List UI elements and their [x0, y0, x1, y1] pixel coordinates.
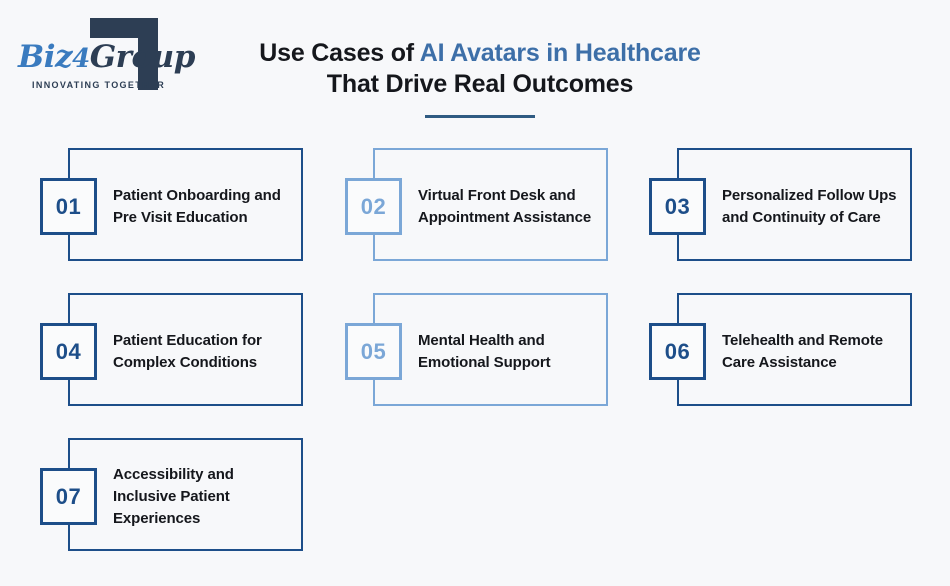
card-number-badge: 04: [40, 323, 97, 380]
card-number-badge: 06: [649, 323, 706, 380]
header: Biz4Group INNOVATING TOGETHER Use Cases …: [0, 0, 950, 135]
logo-tagline: INNOVATING TOGETHER: [32, 80, 166, 90]
brand-logo[interactable]: Biz4Group INNOVATING TOGETHER: [18, 18, 195, 96]
use-case-grid: 01 Patient Onboarding and Pre Visit Educ…: [0, 135, 950, 586]
card-label: Mental Health and Emotional Support: [418, 331, 551, 371]
use-case-card-04[interactable]: 04 Patient Education for Complex Conditi…: [40, 293, 303, 406]
title-plain-text: Use Cases of: [259, 39, 420, 67]
logo-wordmark: Biz4Group: [18, 39, 195, 76]
card-number-badge: 02: [345, 178, 402, 235]
use-case-card-03[interactable]: 03 Personalized Follow Ups and Continuit…: [649, 148, 912, 261]
card-label: Telehealth and Remote Care Assistance: [722, 331, 883, 371]
title-underline-rule: [425, 115, 535, 118]
card-label: Patient Onboarding and Pre Visit Educati…: [113, 186, 281, 226]
logo-word-group: Group: [89, 39, 196, 75]
title-line-2: That Drive Real Outcomes: [326, 70, 634, 98]
logo-word-four: 4: [72, 44, 90, 74]
card-label: Patient Education for Complex Conditions: [113, 331, 262, 371]
card-number-badge: 01: [40, 178, 97, 235]
logo-bracket-icon: [90, 18, 158, 90]
card-label: Virtual Front Desk and Appointment Assis…: [418, 186, 592, 226]
use-case-card-07[interactable]: 07 Accessibility and Inclusive Patient E…: [40, 438, 303, 551]
card-number-badge: 07: [40, 468, 97, 525]
title-accent-text: AI Avatars in Healthcare: [419, 39, 701, 67]
use-case-card-02[interactable]: 02 Virtual Front Desk and Appointment As…: [345, 148, 608, 261]
page-title: Use Cases of AI Avatars in Healthcare Th…: [200, 38, 760, 118]
card-number-badge: 03: [649, 178, 706, 235]
card-label: Accessibility and Inclusive Patient Expe…: [113, 465, 234, 527]
logo-word-biz: Biz: [18, 39, 73, 75]
card-number-badge: 05: [345, 323, 402, 380]
title-line-1: Use Cases of AI Avatars in Healthcare: [200, 38, 760, 69]
card-label: Personalized Follow Ups and Continuity o…: [722, 186, 897, 226]
use-case-card-06[interactable]: 06 Telehealth and Remote Care Assistance: [649, 293, 912, 406]
use-case-card-05[interactable]: 05 Mental Health and Emotional Support: [345, 293, 608, 406]
use-case-card-01[interactable]: 01 Patient Onboarding and Pre Visit Educ…: [40, 148, 303, 261]
